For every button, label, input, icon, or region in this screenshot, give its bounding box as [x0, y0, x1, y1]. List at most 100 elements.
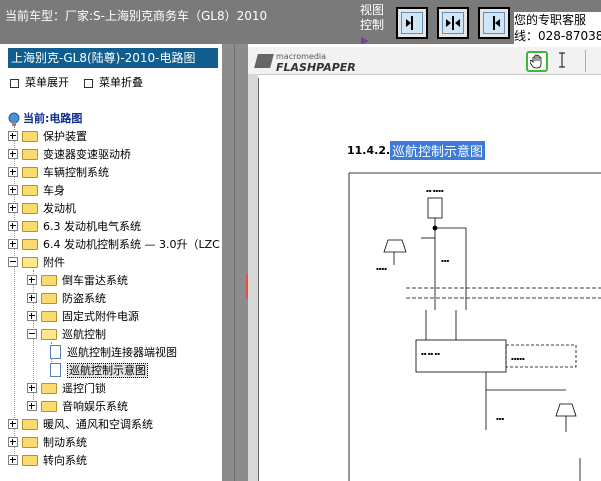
tree-item-label: 遥控门锁	[62, 382, 106, 395]
service-line-1: 您的专职客服	[514, 13, 587, 27]
expand-toggle-icon[interactable]	[8, 167, 18, 177]
tree-item[interactable]: 巡航控制连接器端视图	[46, 344, 177, 362]
collapse-menu-button[interactable]: 菜单折叠	[84, 74, 143, 90]
diagram-tiny-label: ▪▪ ▪▪ ▪▪	[421, 351, 440, 356]
tree-item[interactable]: 6.4 发动机控制系统 — 3.0升（LZC	[8, 236, 220, 254]
diagram-tiny-label: ▪▪▪▪	[376, 266, 387, 271]
fuse-box	[427, 197, 443, 219]
tree-header: 上海别克-GL8(陆尊)-2010-电路图	[8, 48, 218, 68]
expand-toggle-icon[interactable]	[27, 401, 37, 411]
diagram-tiny-label: ▪▪▪	[496, 416, 504, 421]
logo-top-text: macromedia	[276, 52, 327, 61]
panel-splitter[interactable]	[222, 44, 248, 481]
tree-item[interactable]: 防盗系统	[27, 290, 106, 308]
text-select-button[interactable]	[558, 52, 566, 72]
tree-item-label: 倒车雷达系统	[62, 274, 128, 287]
tree-item[interactable]: 车辆控制系统	[8, 164, 109, 182]
tree-item[interactable]: 发动机	[8, 200, 76, 218]
collapse-toggle-icon[interactable]	[27, 329, 37, 339]
tree-item[interactable]: 保护装置	[8, 128, 87, 146]
expand-menu-button[interactable]: 菜单展开	[10, 74, 69, 90]
folder-icon	[22, 202, 38, 214]
folder-icon	[22, 166, 38, 178]
view-expand-right-button[interactable]	[396, 7, 428, 39]
expand-toggle-icon[interactable]	[8, 437, 18, 447]
tree-item-label: 制动系统	[43, 436, 87, 449]
hand-tool-icon	[529, 54, 542, 69]
tree-item[interactable]: 倒车雷达系统	[27, 272, 128, 290]
document-icon	[50, 363, 61, 377]
folder-icon	[41, 310, 57, 322]
tree-item-label: 发动机	[43, 202, 76, 215]
tree-item[interactable]: 车身	[8, 182, 65, 200]
hand-tool-button[interactable]	[526, 51, 548, 72]
tree-item-label: 巡航控制示意图	[67, 363, 148, 378]
expand-toggle-icon[interactable]	[27, 311, 37, 321]
expand-toggle-icon[interactable]	[8, 419, 18, 429]
tree-item-label: 巡航控制连接器端视图	[67, 346, 177, 359]
section-number: 11.4.2.2	[347, 144, 398, 157]
toolbar-separator	[585, 50, 601, 72]
view-control-label: 视图控制	[360, 3, 385, 32]
logo-bottom-text: FLASHPAPER	[276, 61, 356, 74]
expand-toggle-icon[interactable]	[8, 455, 18, 465]
view-split-button[interactable]	[437, 7, 469, 39]
tree-item-label: 转向系统	[43, 454, 87, 467]
cruise-control-wiring-diagram: ▪▪ ▪▪▪▪ ▪▪▪▪ ▪▪▪ ▪▪ ▪▪ ▪▪ ▪▪▪▪▪ ▪▪▪	[348, 172, 601, 481]
tree-item[interactable]: 转向系统	[8, 452, 87, 470]
tree-item-label: 6.4 发动机控制系统 — 3.0升（LZC	[43, 238, 220, 251]
text-select-icon	[559, 52, 565, 68]
current-vehicle-label: 当前车型：厂家:S-上海别克商务车（GL8）2010	[5, 9, 268, 23]
expand-toggle-icon[interactable]	[27, 275, 37, 285]
view-expand-left-button[interactable]	[478, 7, 510, 39]
sensor-shape	[555, 403, 577, 417]
tree-item[interactable]: 制动系统	[8, 434, 87, 452]
tree-item[interactable]: 音响娱乐系统	[27, 398, 128, 416]
tree-guide-line	[33, 270, 34, 408]
collapse-toggle-icon[interactable]	[8, 257, 18, 267]
tree-item[interactable]: 巡航控制示意图	[46, 362, 148, 380]
diagram-tiny-label: ▪▪ ▪▪▪▪	[426, 188, 444, 193]
tree-item-label: 保护装置	[43, 130, 87, 143]
page-gutter	[248, 74, 258, 481]
diagram-tiny-label: ▪▪▪	[441, 258, 449, 263]
tree-item-label: 音响娱乐系统	[62, 400, 128, 413]
folder-icon	[22, 130, 38, 142]
expand-toggle-icon[interactable]	[8, 239, 18, 249]
tree-item[interactable]: 遥控门锁	[27, 380, 106, 398]
tree-root-label: 当前:电路图	[23, 112, 83, 125]
section-title-selected[interactable]: 巡航控制示意图	[390, 141, 486, 160]
expand-toggle-icon[interactable]	[8, 185, 18, 195]
tree-item-label: 车辆控制系统	[43, 166, 109, 179]
tree-item-label: 暖风、通风和空调系统	[43, 418, 153, 431]
expand-toggle-icon[interactable]	[8, 203, 18, 213]
flashpaper-logo: macromedia FLASHPAPER	[254, 52, 356, 74]
open-folder-icon	[41, 328, 57, 340]
expand-toggle-icon[interactable]	[8, 221, 18, 231]
tree-item-label: 变速器变速驱动桥	[43, 148, 131, 161]
diagram-tiny-label: ▪▪▪▪▪	[511, 356, 525, 361]
tree-root[interactable]: 当前:电路图	[8, 110, 82, 126]
tree-item[interactable]: 暖风、通风和空调系统	[8, 416, 153, 434]
service-line-2: 线：028-87038	[514, 29, 601, 43]
tree-item[interactable]: 巡航控制	[27, 326, 106, 344]
view-control-arrow-icon	[361, 37, 369, 45]
fit-right-icon	[406, 16, 413, 30]
switch-shape	[383, 239, 407, 253]
tree-item[interactable]: 附件	[8, 254, 65, 272]
folder-icon	[22, 436, 38, 448]
expand-toggle-icon[interactable]	[27, 293, 37, 303]
expand-toggle-icon[interactable]	[27, 383, 37, 393]
expand-toggle-icon[interactable]	[8, 131, 18, 141]
tree-item[interactable]: 6.3 发动机电气系统	[8, 218, 141, 236]
folder-icon	[22, 418, 38, 430]
module-box-dashed	[505, 344, 577, 368]
fit-left-icon	[493, 16, 500, 30]
tree-item[interactable]: 变速器变速驱动桥	[8, 146, 131, 164]
collapse-icon	[84, 78, 93, 88]
tree-item-label: 车身	[43, 184, 65, 197]
tree-item-label: 防盗系统	[62, 292, 106, 305]
tree-item[interactable]: 固定式附件电源	[27, 308, 139, 326]
expand-toggle-icon[interactable]	[8, 149, 18, 159]
document-icon	[50, 345, 61, 359]
